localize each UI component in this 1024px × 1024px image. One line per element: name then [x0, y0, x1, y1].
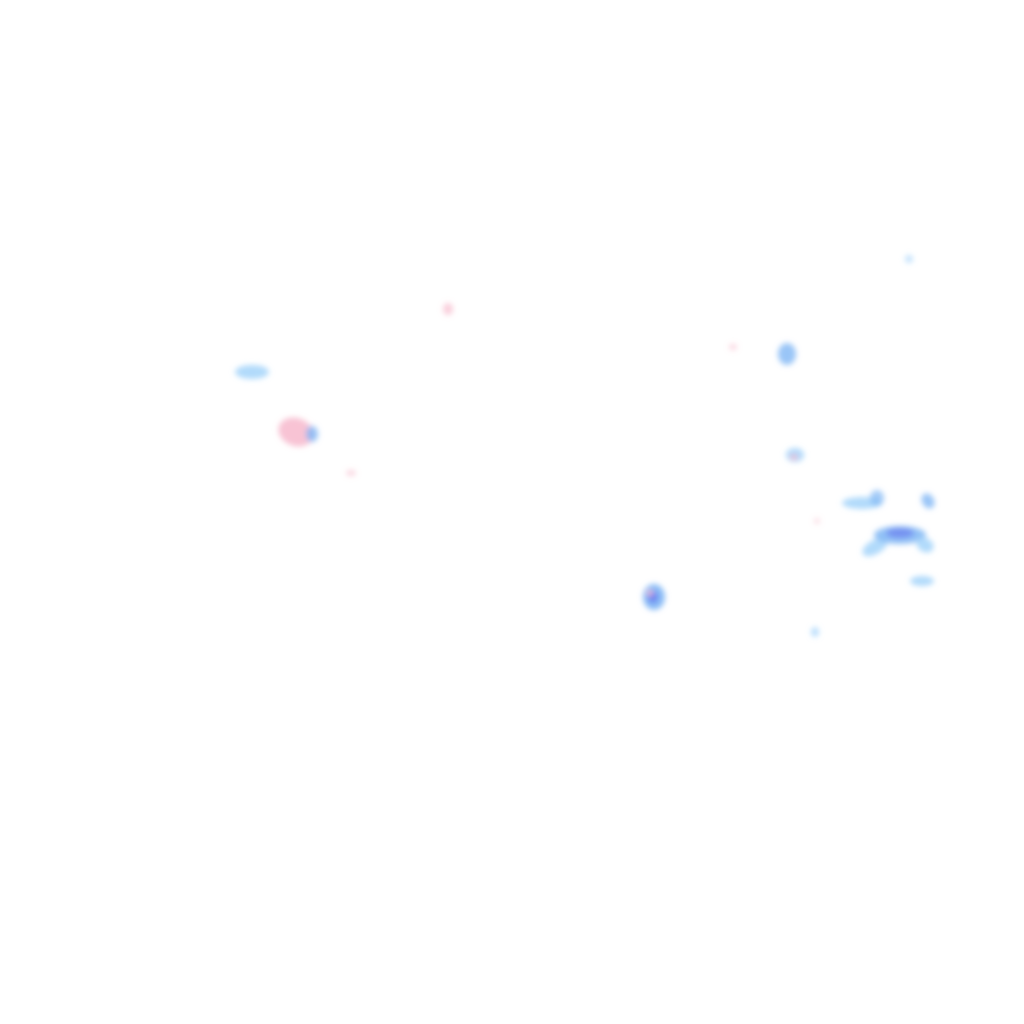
precipitation-cells [235, 255, 935, 637]
precipitation-cell [921, 493, 935, 509]
precipitation-cell [916, 537, 934, 553]
precipitation-cell [729, 344, 737, 350]
precipitation-cell [647, 590, 653, 596]
precipitation-cell [886, 528, 914, 538]
precipitation-cell [443, 303, 453, 315]
precipitation-cell [790, 454, 798, 460]
precipitation-cell [814, 518, 820, 524]
precipitation-cell [346, 470, 356, 476]
precipitation-cell [905, 255, 913, 263]
precipitation-cell [278, 417, 314, 447]
precipitation-cell [306, 426, 318, 442]
precipitation-cell [235, 365, 269, 379]
precipitation-cell [778, 343, 796, 365]
precipitation-cell [811, 627, 819, 637]
precipitation-cell [870, 490, 884, 506]
precipitation-cell [862, 537, 888, 557]
precipitation-cell [910, 576, 934, 586]
